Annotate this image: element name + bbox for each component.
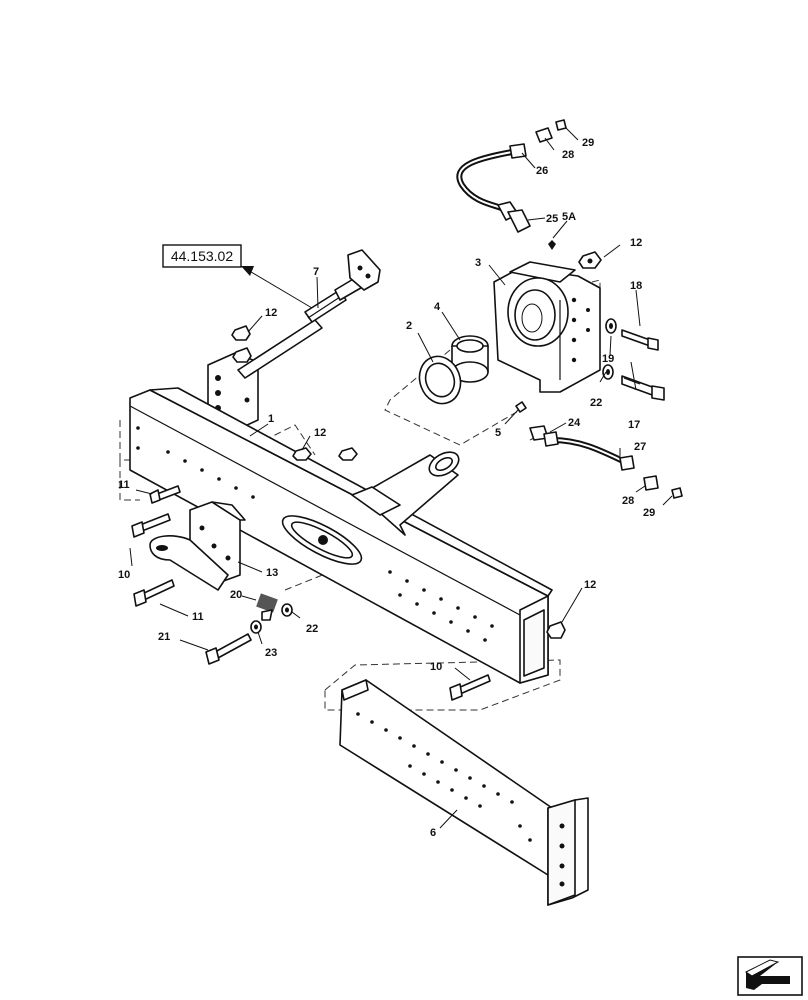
nut-12-top [578, 251, 602, 269]
washer-19 [605, 318, 617, 334]
clip-20 [256, 593, 278, 621]
label-21: 21 [158, 631, 170, 643]
nut-12-rod [231, 325, 252, 363]
label-20: 20 [230, 589, 242, 601]
label-29-lower: 29 [643, 507, 655, 519]
label-10-upper: 10 [118, 569, 130, 581]
adjusting-rod-assembly [207, 249, 381, 433]
bolt-21 [205, 633, 252, 665]
main-beam [129, 387, 553, 684]
part-labels: 1 2 3 4 5 5A 6 7 10 10 11 11 12 12 12 12… [118, 137, 655, 839]
label-3: 3 [475, 257, 481, 269]
label-5a: 5A [562, 211, 576, 223]
label-19: 19 [602, 353, 614, 365]
washer-23 [250, 620, 262, 634]
label-24: 24 [568, 417, 581, 429]
label-12-rod: 12 [265, 307, 277, 319]
label-12-top: 12 [630, 237, 642, 249]
washer-22-upper [602, 364, 614, 380]
label-4: 4 [434, 301, 441, 313]
swivel-housing [493, 261, 601, 393]
reference-box-text: 44.153.02 [171, 248, 233, 264]
label-18: 18 [630, 280, 642, 292]
label-1: 1 [268, 413, 274, 425]
bolt-17 [621, 375, 665, 401]
bolt-10-lower [449, 674, 491, 701]
bolt-10-upper [131, 513, 171, 538]
nut-12-end [546, 621, 566, 639]
label-6: 6 [430, 827, 436, 839]
grease-fitting-5a [548, 240, 556, 250]
label-28-upper: 28 [562, 149, 574, 161]
next-page-arrow-icon[interactable] [737, 956, 803, 996]
bolt-11-upper [149, 485, 181, 504]
bolt-11-lower [133, 579, 175, 607]
label-22-upper: 22 [590, 397, 602, 409]
grease-hose-upper [456, 119, 567, 233]
nut-12-beam [292, 447, 358, 461]
label-13: 13 [266, 567, 278, 579]
bolt-18 [621, 329, 659, 351]
mounting-bracket [149, 501, 246, 591]
label-12-beam: 12 [314, 427, 326, 439]
label-2: 2 [406, 320, 412, 332]
seal-ring [418, 355, 462, 405]
label-22-lower: 22 [306, 623, 318, 635]
drawbar-extension [339, 679, 589, 906]
label-11-lower: 11 [192, 611, 204, 623]
label-17: 17 [628, 419, 640, 431]
grease-hose-lower [529, 425, 683, 499]
leader-lines [129, 127, 673, 829]
label-23: 23 [265, 647, 277, 659]
label-26: 26 [536, 165, 548, 177]
washer-22-lower [281, 603, 293, 617]
reference-box[interactable]: 44.153.02 [162, 244, 242, 268]
reference-arrowhead [241, 266, 254, 276]
grease-fitting-5 [515, 401, 527, 413]
label-25: 25 [546, 213, 558, 225]
bearing-ring [451, 335, 489, 383]
label-5: 5 [495, 427, 501, 439]
reference-leader [240, 265, 313, 309]
label-11-upper: 11 [118, 479, 130, 491]
label-27: 27 [634, 441, 646, 453]
pivot-tube [351, 451, 460, 536]
label-28-lower: 28 [622, 495, 634, 507]
label-7: 7 [313, 266, 319, 278]
label-29-upper: 29 [582, 137, 594, 149]
label-10-lower: 10 [430, 661, 442, 673]
label-12-end: 12 [584, 579, 596, 591]
